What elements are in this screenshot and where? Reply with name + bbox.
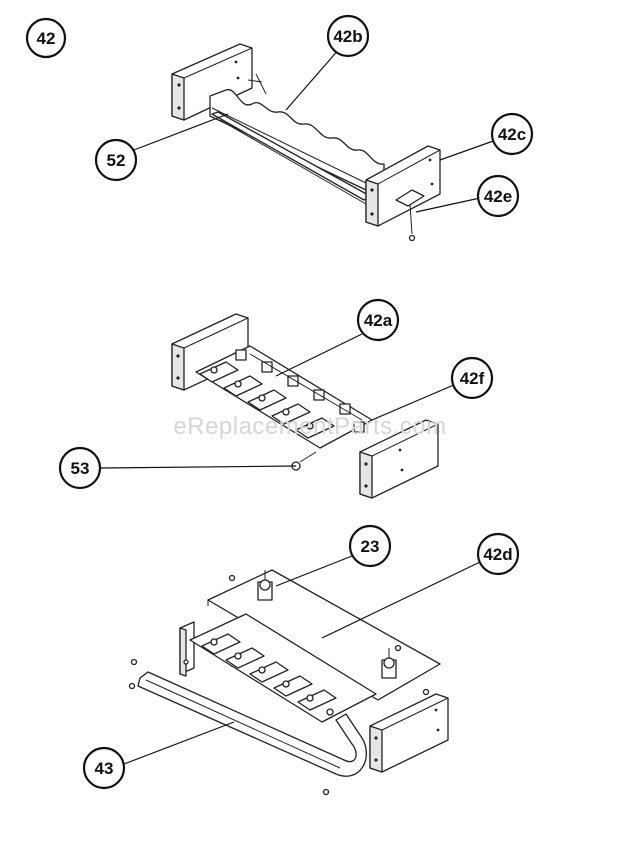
leader-lines — [99, 47, 497, 765]
svg-text:23: 23 — [361, 537, 380, 556]
burner-rail — [209, 89, 385, 191]
watermark: eReplacementParts.com — [173, 413, 446, 440]
callout-42e: 42e — [476, 174, 520, 218]
svg-text:42: 42 — [37, 29, 56, 48]
bracket-clip — [395, 189, 425, 207]
svg-text:42a: 42a — [364, 311, 393, 330]
callout-52: 52 — [94, 138, 138, 182]
svg-text:42e: 42e — [484, 187, 512, 206]
callout-23: 23 — [348, 524, 392, 568]
svg-text:42f: 42f — [460, 369, 485, 388]
callout-42a: 42a — [356, 298, 400, 342]
burner-ports — [199, 361, 335, 439]
burner-manifold-assembly — [171, 313, 439, 499]
callout-42f: 42f — [450, 356, 494, 400]
left-end-bracket-face — [171, 73, 185, 121]
callout-42b: 42b — [326, 14, 370, 58]
svg-text:43: 43 — [95, 759, 114, 778]
hold-down-clip — [257, 570, 273, 601]
lower-burner-ports — [201, 633, 337, 716]
hold-down-clip-2 — [381, 648, 397, 679]
callout-43: 43 — [82, 746, 126, 790]
gas-valves — [235, 349, 365, 433]
right-end-bracket-face — [365, 179, 379, 227]
callout-53: 53 — [58, 446, 102, 490]
callout-42: 42 — [25, 17, 67, 59]
burner-rack-assembly — [171, 43, 441, 242]
svg-text:42d: 42d — [483, 545, 512, 564]
callout-42d: 42d — [476, 532, 520, 576]
manifold-pipe — [137, 671, 367, 777]
svg-text:52: 52 — [107, 151, 126, 170]
svg-text:53: 53 — [71, 459, 90, 478]
heat-section-assembly — [128, 569, 449, 796]
svg-text:42c: 42c — [498, 125, 526, 144]
svg-text:42b: 42b — [333, 27, 362, 46]
screws — [128, 574, 430, 796]
callout-42c: 42c — [490, 112, 534, 156]
